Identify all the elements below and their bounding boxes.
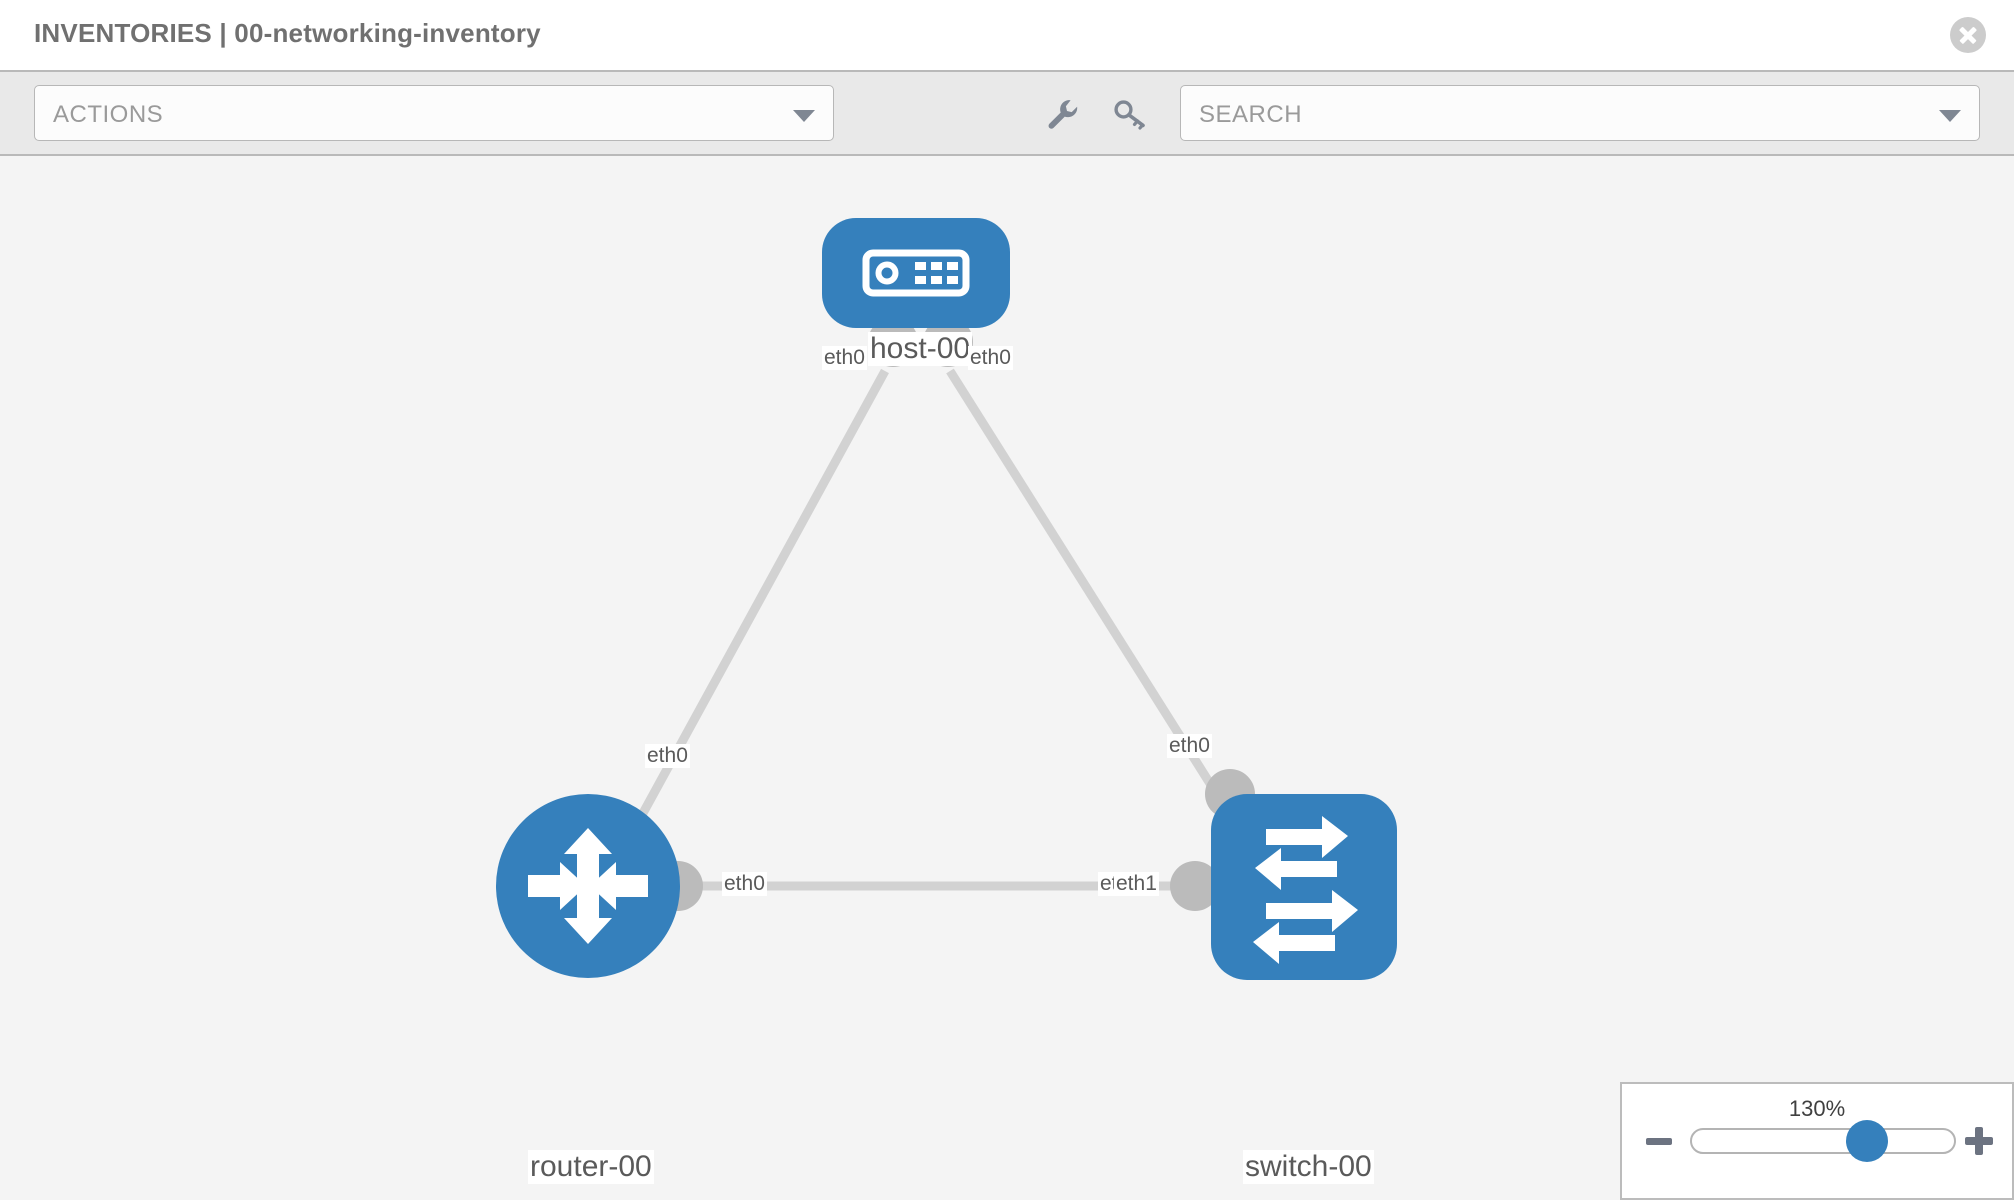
chevron-down-icon [1939, 110, 1961, 122]
interface-label-router00-eth0: eth0 [722, 872, 767, 897]
topology-canvas[interactable]: eth0 host-00 eth0 eth0 eth0 eth0 eth eth… [0, 156, 2014, 1200]
chevron-down-icon [793, 110, 815, 122]
page-title: INVENTORIES | 00-networking-inventory [34, 18, 541, 48]
node-label-host-00: host-00 [868, 332, 973, 366]
topology-graph [496, 218, 1397, 980]
page-header: INVENTORIES | 00-networking-inventory [0, 0, 2014, 70]
close-icon[interactable] [1950, 17, 1986, 53]
interface-label-host00-eth0-right: eth0 [968, 346, 1013, 371]
node-host-00[interactable] [822, 218, 1010, 328]
toolbar: ACTIONS SEARCH [0, 70, 2014, 156]
server-icon [862, 249, 970, 297]
zoom-slider-track[interactable] [1690, 1128, 1956, 1154]
zoom-in-button[interactable] [1964, 1126, 1994, 1156]
wrench-icon[interactable] [1042, 94, 1082, 134]
switch-arrows-icon [1253, 816, 1358, 964]
endpoint-switch00-eth1[interactable] [1170, 861, 1220, 911]
actions-dropdown[interactable]: ACTIONS [34, 85, 834, 141]
topology-links [621, 368, 1250, 891]
search-placeholder: SEARCH [1199, 101, 1303, 128]
plus-icon-vertical [1975, 1127, 1983, 1155]
zoom-out-button[interactable] [1644, 1126, 1674, 1156]
interface-label-router00-eth0-uplink: eth0 [645, 744, 690, 769]
interface-label-switch00-eth1: eth1 [1114, 872, 1159, 897]
node-router-00[interactable] [496, 794, 680, 978]
node-switch-00[interactable] [1211, 794, 1397, 980]
search-input[interactable]: SEARCH [1180, 85, 1980, 141]
link-host00-router00[interactable] [621, 368, 889, 849]
link-host00-switch00[interactable] [946, 368, 1242, 831]
topology-endpoints [653, 317, 1255, 911]
node-label-switch-00: switch-00 [1243, 1150, 1374, 1184]
zoom-control-panel: 130% [1620, 1082, 2014, 1200]
router-arrows-icon [528, 828, 648, 944]
minus-icon [1646, 1138, 1672, 1145]
actions-dropdown-label: ACTIONS [53, 101, 164, 128]
node-label-router-00: router-00 [528, 1150, 654, 1184]
zoom-level-value: 130% [1788, 1096, 1846, 1121]
key-icon[interactable] [1110, 94, 1150, 134]
zoom-slider-thumb[interactable] [1846, 1120, 1888, 1162]
interface-label-switch00-eth0-uplink: eth0 [1167, 734, 1212, 759]
interface-label-host00-eth0-left: eth0 [822, 346, 867, 371]
